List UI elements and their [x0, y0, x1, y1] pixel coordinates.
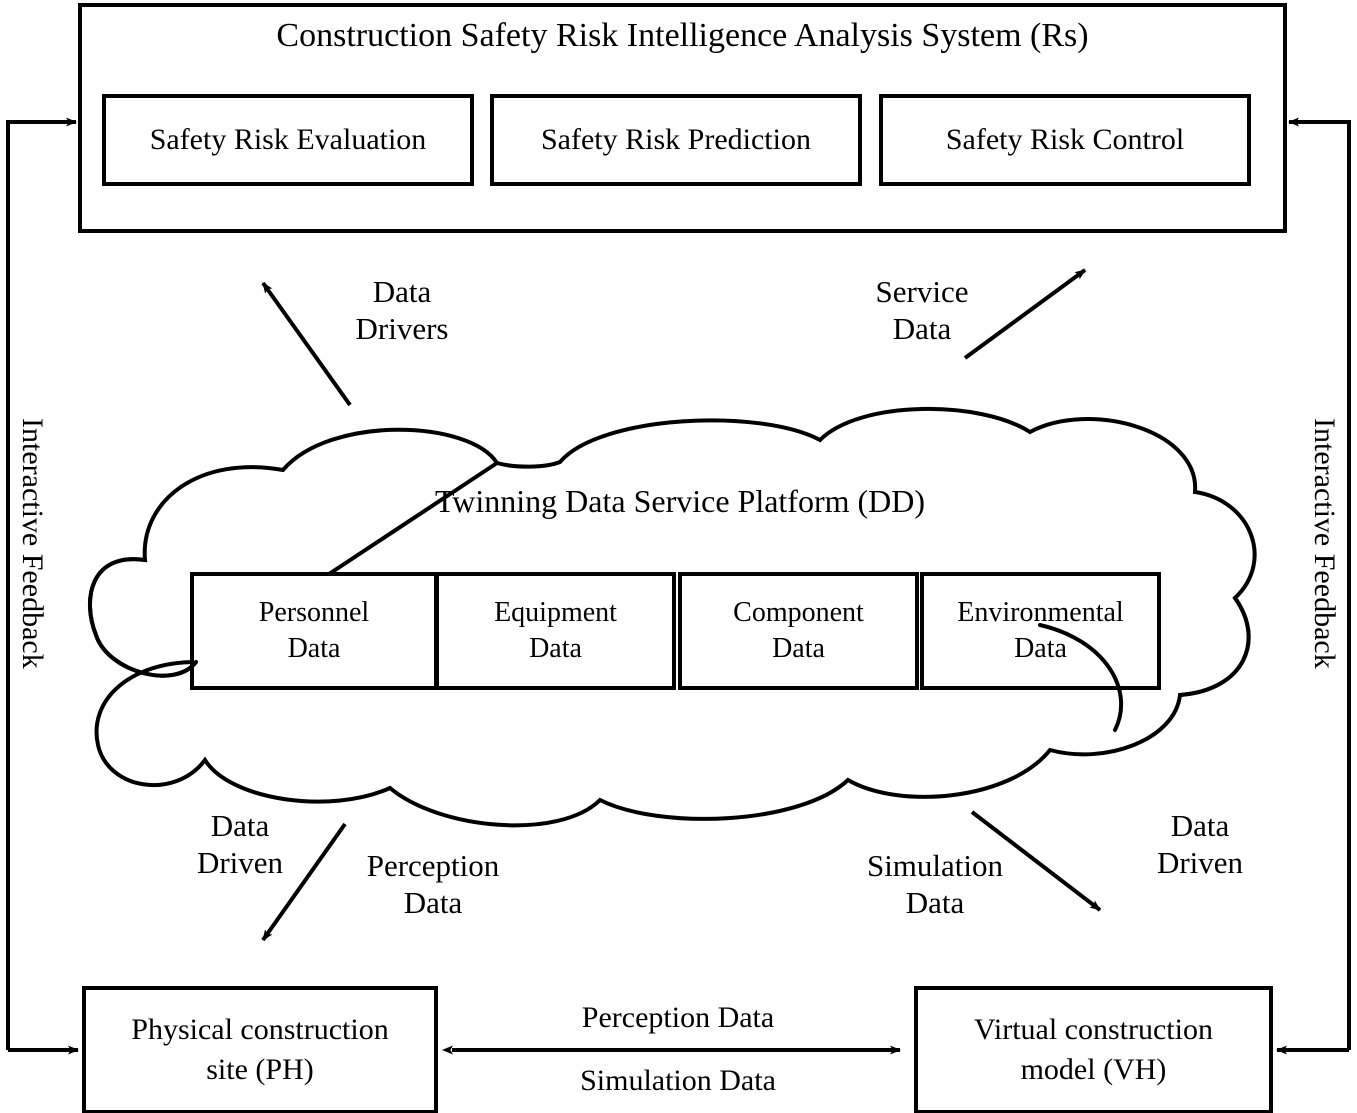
- flow-label-interactive-feedback-left: Interactive Feedback: [16, 418, 49, 669]
- module-label-evaluation[interactable]: Safety Risk Evaluation: [149, 123, 427, 156]
- data-label-component[interactable]: Component Data: [733, 596, 864, 664]
- data-box-equipment[interactable]: [435, 572, 676, 690]
- flow-label-perception-data: Perception Data: [366, 848, 500, 920]
- flow-label-simulation-data-middle: Simulation Data: [580, 1064, 776, 1097]
- data-label-equipment[interactable]: Equipment Data: [494, 596, 617, 664]
- cloud-arc-overlap-right: [1038, 623, 1124, 732]
- module-label-prediction[interactable]: Safety Risk Prediction: [541, 123, 811, 156]
- module-box-control[interactable]: [879, 94, 1251, 186]
- system-title: Construction Safety Risk Intelligence An…: [276, 17, 1089, 54]
- cloud-arc-overlap-left: [88, 557, 198, 678]
- cloud-title: Twinning Data Service Platform (DD): [434, 483, 926, 519]
- virtual-model-label[interactable]: Virtual construction model (VH): [974, 1013, 1213, 1086]
- flow-label-perception-data-middle: Perception Data: [581, 1001, 775, 1034]
- system-outer-box: [78, 3, 1287, 233]
- flow-label-data-driven-right: Data Driven: [1156, 808, 1244, 880]
- physical-site-label[interactable]: Physical construction site (PH): [131, 1013, 389, 1086]
- module-label-control[interactable]: Safety Risk Control: [945, 123, 1185, 156]
- virtual-model-box[interactable]: [914, 986, 1273, 1113]
- arrow-perception-down: [261, 822, 347, 942]
- flow-label-interactive-feedback-right: Interactive Feedback: [1308, 418, 1341, 669]
- data-label-environmental[interactable]: Environmental Data: [957, 596, 1124, 664]
- flow-label-data-drivers: Data Drivers: [355, 274, 449, 346]
- flow-label-data-driven-left: Data Driven: [196, 808, 284, 880]
- flow-label-simulation-data: Simulation Data: [866, 848, 1004, 920]
- module-box-evaluation[interactable]: [102, 94, 474, 186]
- physical-site-box[interactable]: [82, 986, 438, 1113]
- arrow-data-drivers: [261, 281, 352, 407]
- flow-label-service-data: Service Data: [875, 274, 969, 346]
- module-box-prediction[interactable]: [490, 94, 862, 186]
- data-box-environmental[interactable]: [920, 572, 1161, 690]
- data-box-component[interactable]: [678, 572, 919, 690]
- cloud-arc-overlap-right-2: [1178, 596, 1251, 697]
- arrow-service-data: [963, 268, 1087, 360]
- data-box-personnel[interactable]: [190, 572, 438, 690]
- data-label-personnel[interactable]: Personnel Data: [258, 596, 370, 664]
- arrow-simulation-down: [970, 810, 1102, 912]
